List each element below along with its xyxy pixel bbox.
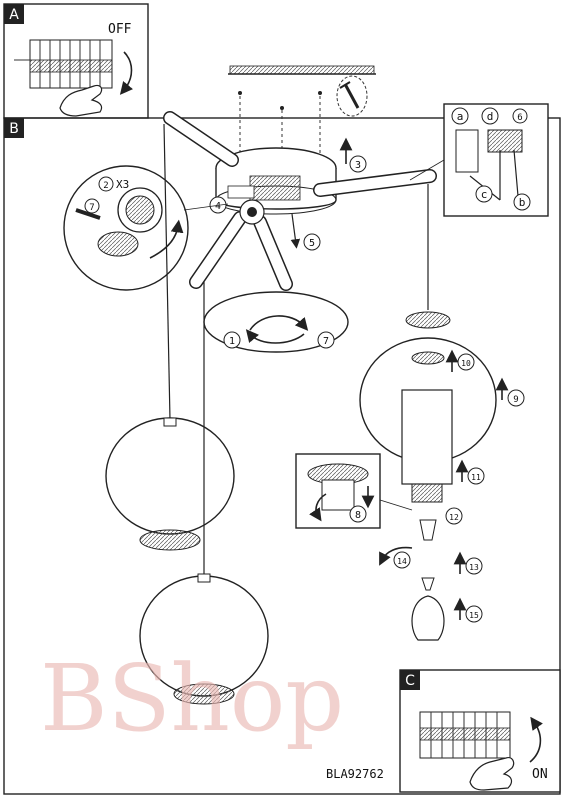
svg-text:7: 7 (89, 203, 94, 213)
svg-text:14: 14 (397, 557, 407, 566)
model-code: BLA92762 (326, 767, 384, 781)
step-9: 9 (502, 384, 524, 406)
part-d-label: d (487, 110, 494, 123)
panel-c: C ON (400, 670, 560, 792)
step-15: 15 (460, 604, 482, 622)
svg-text:1: 1 (229, 336, 235, 347)
rotate-down-arrow-icon (124, 52, 132, 90)
canopy-cover: 1 7 (204, 292, 348, 352)
svg-text:2: 2 (103, 181, 108, 191)
step-12: 12 (446, 508, 462, 524)
svg-text:3: 3 (355, 160, 361, 171)
ceiling (228, 66, 376, 74)
breaker-panel-off (14, 40, 112, 88)
svg-text:12: 12 (449, 513, 459, 522)
svg-text:10: 10 (461, 359, 471, 368)
switch-off-text: OFF (108, 22, 132, 37)
svg-text:7: 7 (323, 336, 329, 347)
svg-text:5: 5 (309, 238, 315, 249)
step-13: 13 (460, 558, 482, 574)
step-11: 11 (462, 466, 484, 484)
terminal-detail-box: a b c d 6 (410, 104, 548, 216)
screw-detail-icon (337, 76, 367, 116)
step-5: 5 (304, 234, 320, 250)
part-a-label: a (457, 110, 464, 123)
panel-c-letter: C (405, 673, 415, 689)
svg-text:4: 4 (215, 201, 221, 212)
panel-b-letter: B (9, 121, 19, 137)
bulb-icon (412, 596, 444, 640)
panel-a: A OFF (4, 4, 148, 118)
screw-count: X3 (116, 178, 129, 191)
svg-text:13: 13 (469, 563, 479, 572)
part-b-label: b (519, 196, 526, 209)
panel-a-letter: A (9, 7, 19, 23)
step-14: 14 (382, 548, 412, 568)
svg-text:8: 8 (355, 510, 361, 521)
switch-on-text: ON (532, 767, 548, 782)
svg-text:15: 15 (469, 611, 479, 620)
socket-detail-box: 8 (296, 454, 412, 528)
hand-icon (60, 85, 102, 116)
breaker-panel-on (420, 712, 510, 758)
part-c-label: c (481, 188, 488, 201)
svg-text:9: 9 (513, 395, 518, 405)
step-3: 3 (346, 144, 366, 172)
watermark: BShop (40, 645, 344, 752)
svg-text:6: 6 (517, 113, 522, 123)
svg-text:11: 11 (471, 473, 481, 482)
